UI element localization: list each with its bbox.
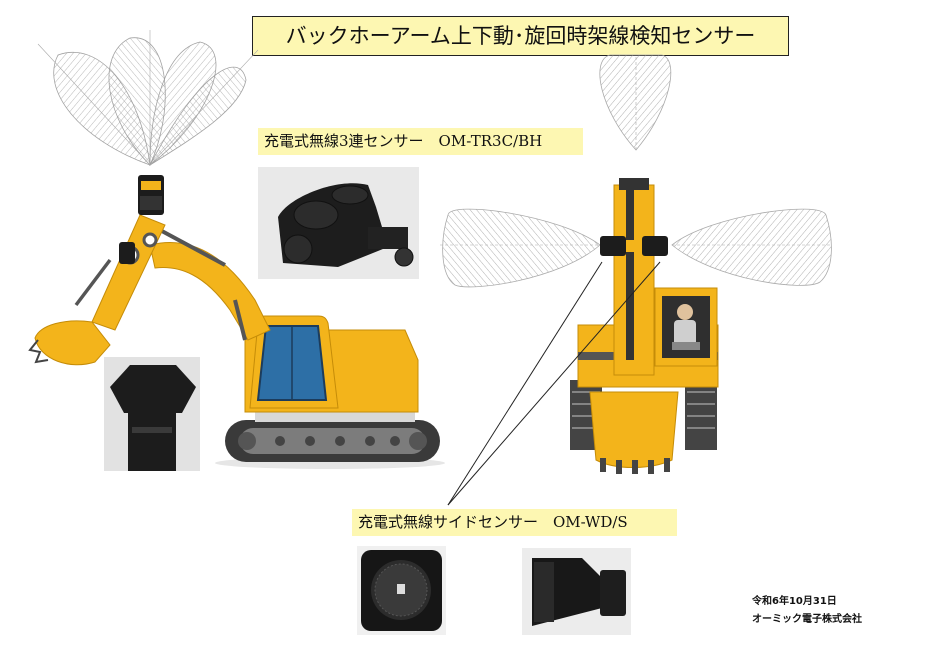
excavator-front-view	[570, 178, 719, 474]
tr3c-product-label: 充電式無線3連センサー OM-TR3C/BH	[258, 128, 583, 155]
wds-sensor-front-photo	[357, 546, 446, 635]
page-title: バックホーアーム上下動･旋回時架線検知センサー	[252, 16, 789, 56]
wds-product-label: 充電式無線サイドセンサー OM-WD/S	[352, 509, 677, 536]
tr3c-sensor-photo	[258, 167, 419, 279]
side-detection-zones	[440, 54, 832, 288]
leader-lines	[447, 261, 661, 506]
wds-sensor-side-photo	[522, 548, 631, 635]
footer-company: オーミック電子株式会社	[752, 614, 862, 625]
excavator-side-view	[28, 175, 445, 469]
om-bh-sensor-photo	[104, 357, 200, 471]
footer-date: 令和6年10月31日	[752, 596, 837, 607]
triple-detection-zone	[37, 30, 259, 167]
